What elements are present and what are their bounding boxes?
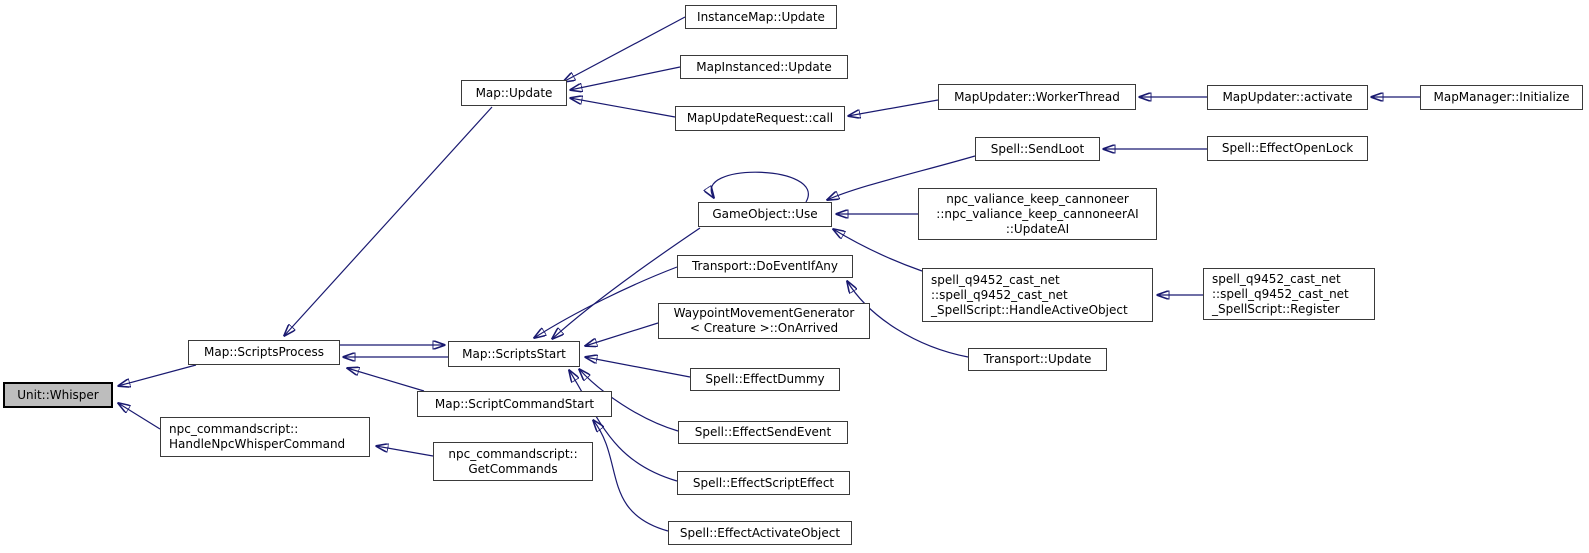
node-spell-effectscripteffect[interactable]: Spell::EffectScriptEffect	[677, 471, 850, 495]
node-spell-q9452-register[interactable]: spell_q9452_cast_net ::spell_q9452_cast_…	[1203, 268, 1375, 320]
node-spell-effectsendevent[interactable]: Spell::EffectSendEvent	[678, 421, 848, 444]
node-transport-doeventifany[interactable]: Transport::DoEventIfAny	[677, 255, 853, 278]
edge-map-update-to-map-scriptsprocess	[284, 106, 493, 336]
node-map-scriptcommandstart[interactable]: Map::ScriptCommandStart	[417, 391, 612, 417]
node-transport-update[interactable]: Transport::Update	[968, 348, 1107, 371]
edge-gameobject-use-to-map-scriptsstart	[552, 227, 701, 339]
node-spell-q9452-handleactiveobject[interactable]: spell_q9452_cast_net ::spell_q9452_cast_…	[922, 268, 1153, 322]
edge-mapupdaterequest-call-to-map-update	[570, 98, 676, 118]
edge-spell-effectsendevent-to-map-scriptsstart	[579, 369, 679, 432]
edge-spell-sendloot-to-gameobject-use	[827, 155, 976, 200]
node-spell-effectactivateobject[interactable]: Spell::EffectActivateObject	[668, 521, 852, 545]
node-spell-effectdummy[interactable]: Spell::EffectDummy	[690, 368, 840, 391]
edge-spell-effectscripteffect-to-map-scriptsstart	[569, 370, 678, 482]
node-mapupdater-activate[interactable]: MapUpdater::activate	[1207, 85, 1368, 110]
node-unit-whisper[interactable]: Unit::Whisper	[3, 382, 113, 408]
edge-spell-q9452-handleactiveobject-to-gameobject-use	[833, 229, 923, 272]
edge-transport-update-to-transport-doeventifany	[847, 281, 969, 358]
node-npc-valiance-updateai[interactable]: npc_valiance_keep_cannoneer ::npc_valian…	[918, 188, 1157, 240]
node-spell-sendloot[interactable]: Spell::SendLoot	[975, 137, 1100, 161]
edge-mapupdater-workerthread-to-mapupdaterequest-call	[848, 99, 939, 116]
edge-npc-handlenpcwhispercommand-to-unit-whisper	[118, 403, 161, 430]
node-mapmanager-initialize[interactable]: MapManager::Initialize	[1420, 85, 1583, 110]
edge-transport-doeventifany-to-map-scriptsstart	[534, 266, 678, 338]
edge-map-scriptcommandstart-to-map-scriptsprocess	[347, 368, 425, 392]
node-spell-effectopenlock[interactable]: Spell::EffectOpenLock	[1207, 136, 1368, 161]
edge-map-scriptsprocess-to-unit-whisper	[118, 364, 197, 386]
edge-mapinstanced-update-to-map-update	[570, 66, 681, 90]
node-map-scriptsstart[interactable]: Map::ScriptsStart	[448, 341, 580, 367]
node-map-scriptsprocess[interactable]: Map::ScriptsProcess	[188, 340, 340, 365]
edge-npc-getcommands-to-npc-handlenpcwhispercommand	[376, 446, 434, 457]
edge-waypoint-onarrived-to-map-scriptsstart	[585, 322, 659, 346]
edge-spell-effectactivateobject-to-map-scriptcommandstart	[593, 420, 669, 532]
node-waypoint-onarrived[interactable]: WaypointMovementGenerator < Creature >::…	[658, 303, 870, 339]
node-npc-handlenpcwhispercommand[interactable]: npc_commandscript:: HandleNpcWhisperComm…	[160, 417, 370, 457]
node-mapupdaterequest-call[interactable]: MapUpdateRequest::call	[675, 106, 845, 131]
edge-spell-effectdummy-to-map-scriptsstart	[585, 357, 691, 378]
node-npc-getcommands[interactable]: npc_commandscript:: GetCommands	[433, 442, 593, 481]
node-map-update[interactable]: Map::Update	[461, 80, 567, 106]
edge-instancemap-update-to-map-update	[563, 16, 686, 82]
node-instancemap-update[interactable]: InstanceMap::Update	[685, 5, 837, 29]
edge-gameobject-use-self-loop	[711, 171, 809, 203]
node-gameobject-use[interactable]: GameObject::Use	[698, 202, 832, 227]
node-mapinstanced-update[interactable]: MapInstanced::Update	[680, 55, 848, 79]
node-mapupdater-workerthread[interactable]: MapUpdater::WorkerThread	[938, 84, 1136, 110]
